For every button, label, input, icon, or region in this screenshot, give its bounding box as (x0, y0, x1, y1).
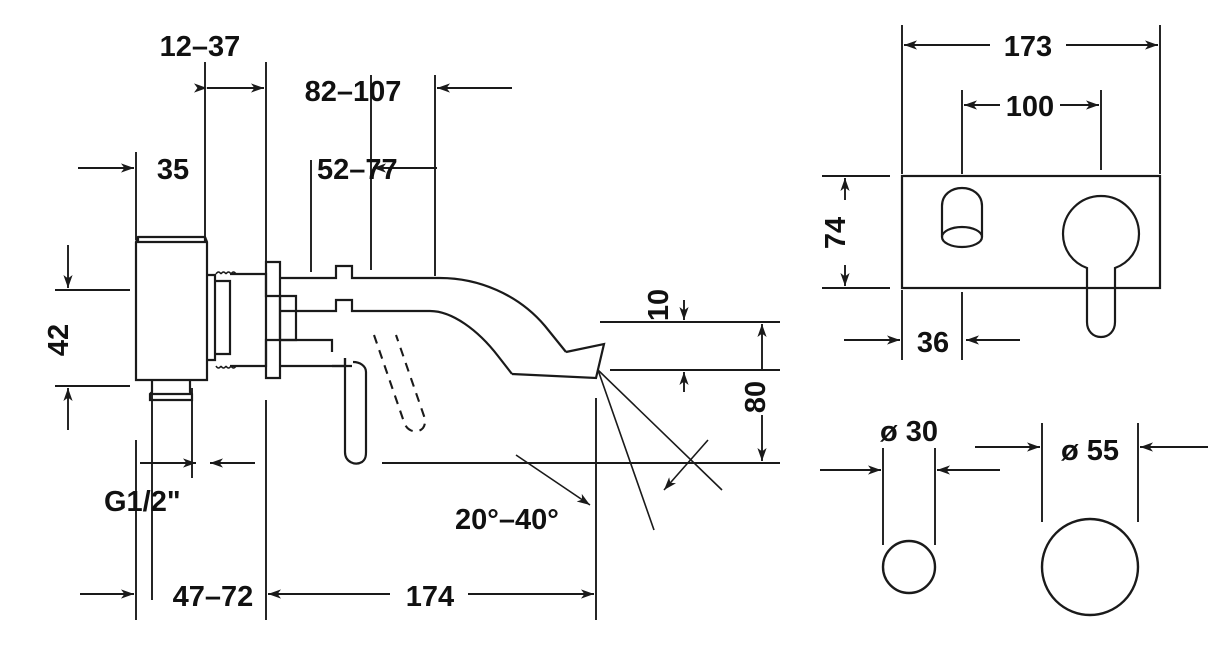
lever-handle-alt-dashed (373, 334, 427, 433)
dim-label-o55: ø 55 (1061, 435, 1119, 467)
dim-label-42: 42 (43, 324, 75, 356)
rosettes-dimension-lines (820, 423, 1208, 545)
dim-label-35: 35 (157, 154, 189, 186)
angle-leader-line-a (597, 369, 655, 531)
lever-handle (343, 358, 368, 465)
connector-sleeve (215, 279, 232, 356)
spout-upper-profile (280, 264, 567, 353)
side-elevation-dimension-labels: 12–37 82–107 35 52–77 42 G1/2" 47–72 174… (43, 31, 772, 613)
dim-label-82-107: 82–107 (305, 76, 402, 108)
dim-label-80: 80 (740, 381, 772, 413)
dim-label-174: 174 (406, 581, 454, 613)
dim-label-g12: G1/2" (104, 486, 181, 518)
connector-collar (207, 273, 217, 362)
side-elevation-dimension-lines (55, 62, 780, 620)
lever-handle-neck (332, 358, 347, 368)
rosettes-dimension-labels: ø 30 ø 55 (880, 416, 1119, 467)
dim-label-100: 100 (1006, 91, 1054, 123)
spout-outlet-mouth (940, 225, 984, 249)
handle-boss-top (280, 338, 334, 352)
front-plate-dimension-lines (822, 25, 1161, 360)
rosette-circle-55 (1040, 517, 1140, 617)
spout-outlet-tube (940, 186, 984, 237)
front-plate-dimension-labels: 173 100 74 36 (820, 31, 1054, 359)
dim-label-12-37: 12–37 (160, 31, 241, 63)
dim-label-47-72: 47–72 (173, 581, 254, 613)
rosettes-geometry (881, 517, 1140, 617)
spout-nose (511, 342, 606, 380)
angle-leader-line-b (597, 369, 723, 491)
dim-label-36: 36 (917, 327, 949, 359)
rosette-circle-30 (881, 539, 937, 595)
wall-flange (264, 260, 282, 380)
lever-handle-front (1061, 194, 1141, 339)
angle-arrow-left (515, 454, 591, 506)
dim-label-o30: ø 30 (880, 416, 938, 448)
dim-label-10: 10 (643, 289, 675, 321)
spout-inner-profile (280, 298, 513, 375)
escutcheon-plate (900, 174, 1162, 290)
front-plate-geometry (900, 174, 1162, 339)
dim-label-52-77: 52–77 (317, 154, 398, 186)
dim-label-angle: 20°–40° (455, 504, 559, 536)
dim-label-173: 173 (1004, 31, 1052, 63)
angle-arrow-right (663, 439, 709, 491)
dim-label-74: 74 (820, 217, 852, 249)
